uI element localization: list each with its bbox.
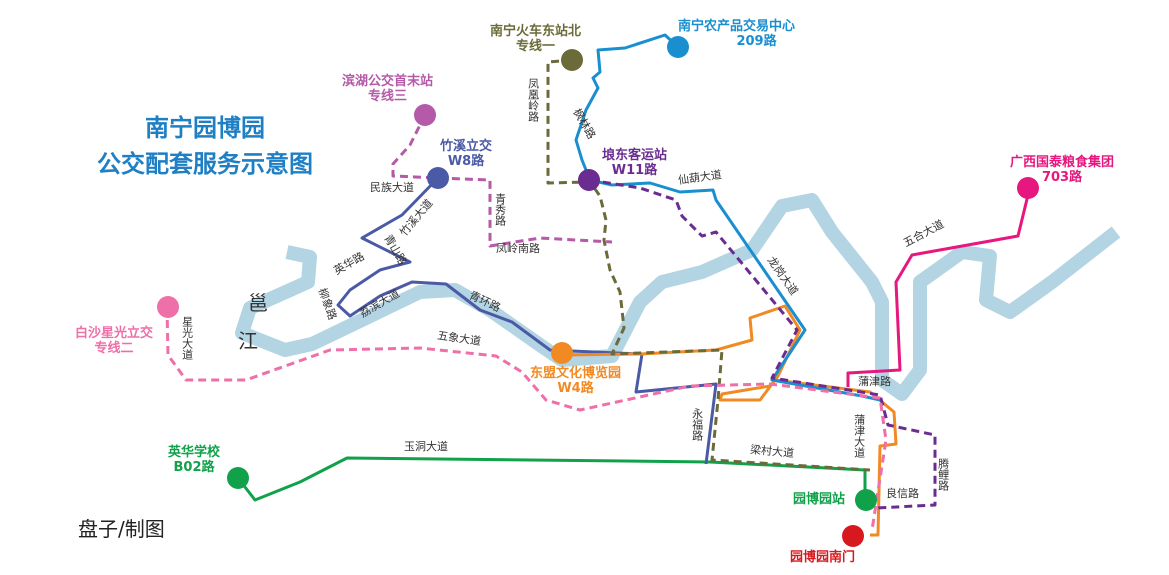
station-dot-dongmeng[interactable] [551,342,573,364]
road-label-yongfu: 永福路 [690,408,704,441]
station-name: 南宁农产品交易中心 [678,19,796,34]
route-name: B02路 [173,459,215,475]
route-line-w8 [336,176,718,465]
station-name: 英华学校 [168,445,221,460]
station-name: 广西国泰粮食集团 [1010,155,1115,170]
station-dot-langdong[interactable] [578,169,600,191]
station-label-huochedong: 南宁火车东站北专线一 [490,24,582,55]
station-name: 白沙星光立交 [75,326,154,341]
station-label-nanmen: 园博园南门 [790,550,856,565]
station-dot-huochedong[interactable] [561,49,583,71]
route-name: 专线三 [368,88,408,104]
road-label-tengli: 腾鲤路 [936,458,950,491]
map-credit: 盘子/制图 [78,517,165,541]
station-dot-binhu[interactable] [414,104,436,126]
station-label-baisha: 白沙星光立交专线二 [75,326,154,357]
station-dot-nanmen[interactable] [842,525,864,547]
road-label-xingguang: 星光大道 [180,316,194,360]
title-line2: 公交配套服务示意图 [97,150,313,178]
station-dot-baisha[interactable] [157,296,179,318]
road-label-fenglingnan: 凤岭南路 [496,242,540,255]
road-label-yudong: 玉洞大道 [404,440,448,453]
river-label-2: 江 [238,329,258,353]
station-label-yuanboyuan: 园博园站 [793,492,846,507]
station-dot-nongchanpin[interactable] [667,36,689,58]
station-name: 埌东客运站 [602,148,668,163]
title-line1: 南宁园博园 [145,114,265,142]
yong-river [235,193,1121,401]
route-name: 209路 [736,33,777,49]
route-name: W4路 [557,380,594,396]
route-line-special1 [546,58,871,472]
route-line-w4 [561,304,898,537]
station-name: 东盟文化博览园 [530,366,622,381]
road-label-pujin: 蒲津路 [858,375,891,388]
station-dot-guangxi[interactable] [1017,177,1039,199]
station-dot-yuanboyuan[interactable] [855,489,877,511]
route-line-w11 [589,178,937,510]
station-name: 竹溪立交 [440,139,493,154]
station-dot-yinghua[interactable] [227,467,249,489]
river-label-1: 邕 [248,291,268,315]
map-title: 南宁园博园 公交配套服务示意图 [85,110,325,182]
road-label-minzu: 民族大道 [370,181,414,194]
route-line-special3 [391,114,613,248]
route-line-special2 [165,306,888,531]
road-label-pujindadao: 蒲津大道 [852,414,866,458]
station-label-binhu: 滨湖公交首末站专线三 [342,74,434,105]
station-name: 滨湖公交首末站 [342,74,434,89]
station-name: 南宁火车东站北 [490,24,582,39]
route-line-703 [846,194,1030,387]
route-name: 703路 [1041,169,1083,185]
road-label-qingxiu: 青秀路 [493,193,507,226]
station-dot-zhuxi[interactable] [427,167,449,189]
route-line-b02 [236,456,867,505]
route-name: W8路 [447,153,485,169]
route-name: 专线二 [94,340,134,356]
route-name: 专线一 [516,38,556,54]
road-label-fenghuangling: 凤凰岭路 [526,78,540,122]
route-name: W11路 [611,162,658,178]
road-label-liangxin: 良信路 [886,487,919,500]
